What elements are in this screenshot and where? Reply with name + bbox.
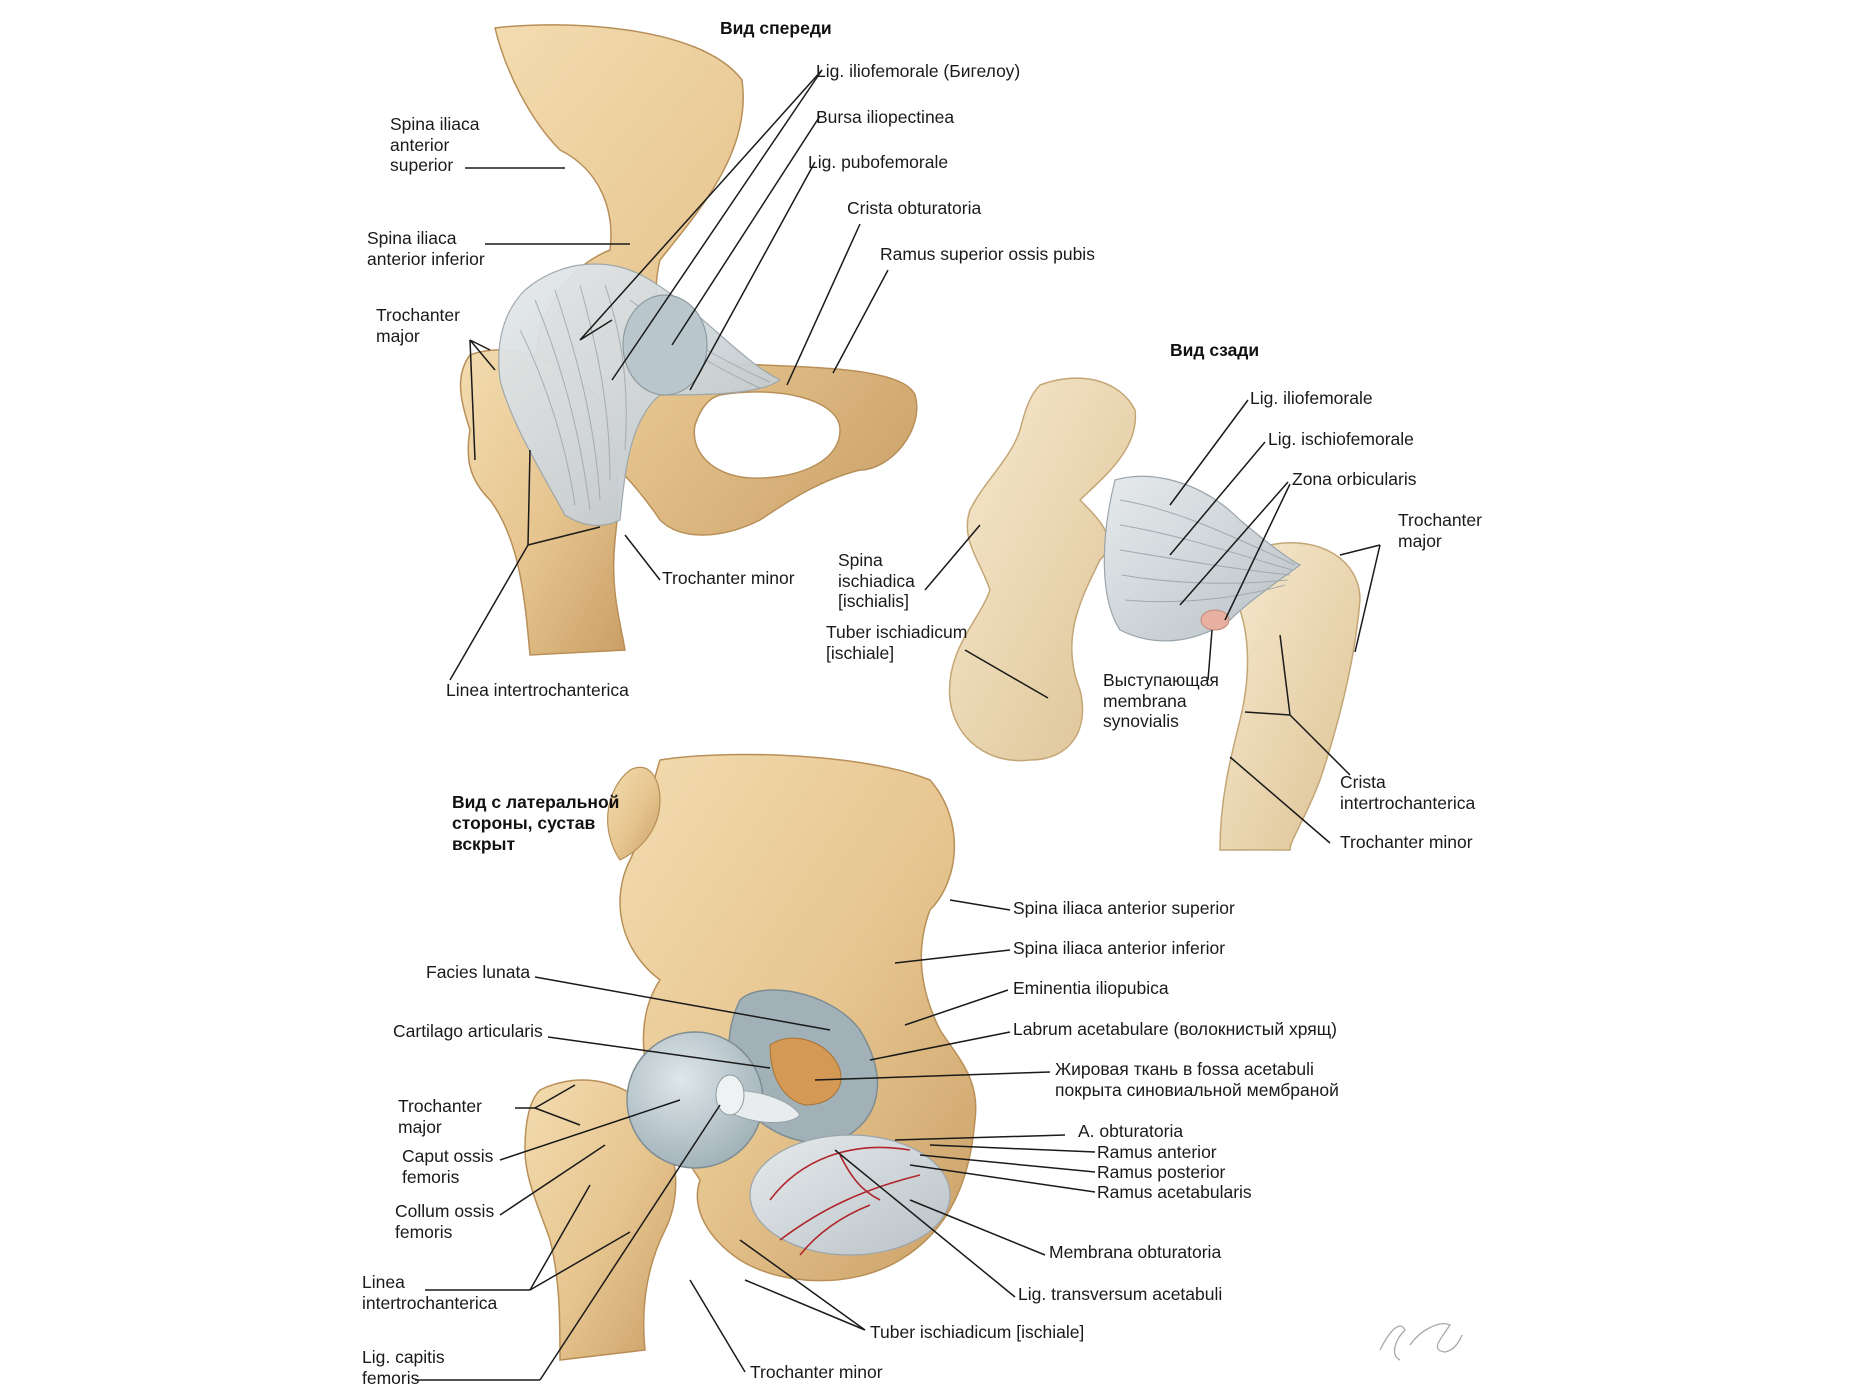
label-ramus-acetabularis: Ramus acetabularis: [1097, 1182, 1252, 1202]
back-synovial: [1200, 609, 1230, 631]
label-membrana-obturatoria: Membrana obturatoria: [1049, 1242, 1222, 1262]
lateral-arteries: [769, 1146, 921, 1256]
label-lig-iliofemorale-bigelow: Lig. iliofemorale (Бигелоу): [816, 61, 1021, 81]
label-tuber-ischiadicum-back: Tuber ischiadicum [ischiale]: [826, 622, 968, 663]
label-cartilago-articularis: Cartilago articularis: [393, 1021, 543, 1041]
lateral-fovea: [715, 1074, 745, 1116]
label-linea-intertrochanterica-front: Linea intertrochanterica: [446, 680, 629, 700]
lateral-lig-capitis: [729, 1089, 801, 1123]
back-ligament-fibers: [1119, 499, 1296, 603]
label-crista-intertrochanterica: Crista intertrochanterica: [1340, 772, 1476, 813]
label-trochanter-major-back: Trochanter major: [1398, 510, 1482, 551]
back-view-illustration: [948, 377, 1361, 851]
label-trochanter-minor-front: Trochanter minor: [662, 568, 795, 588]
back-view-title: Вид сзади: [1170, 340, 1260, 360]
lateral-view-title: Вид с латеральной стороны, сустав вскрыт: [452, 792, 620, 854]
label-collum-ossis-femoris: Collum ossis femoris: [395, 1201, 495, 1242]
label-lig-capitis-femoris: Lig. capitis femoris: [362, 1347, 445, 1388]
label-lig-transversum-acetabuli: Lig. transversum acetabuli: [1018, 1284, 1223, 1304]
label-spina-ischiadica: Spina ischiadica [ischialis]: [838, 550, 915, 611]
label-trochanter-minor-back: Trochanter minor: [1340, 832, 1473, 852]
front-view-illustration: [459, 24, 918, 656]
label-zona-orbicularis: Zona orbicularis: [1292, 469, 1417, 489]
label-spina-iliaca-anterior-inferior-front: Spina iliaca anterior inferior: [367, 228, 485, 269]
label-a-obturatoria: A. obturatoria: [1078, 1121, 1184, 1141]
label-lig-iliofemorale-back: Lig. iliofemorale: [1250, 388, 1373, 408]
front-obturator-foramen: [693, 391, 841, 479]
label-ramus-posterior: Ramus posterior: [1097, 1162, 1226, 1182]
label-crista-obturatoria: Crista obturatoria: [847, 198, 982, 218]
label-eminentia-iliopubica: Eminentia iliopubica: [1013, 978, 1169, 998]
label-tuber-ischiadicum-lateral: Tuber ischiadicum [ischiale]: [870, 1322, 1085, 1342]
label-bursa-iliopectinea: Bursa iliopectinea: [816, 107, 955, 127]
label-ramus-anterior: Ramus anterior: [1097, 1142, 1217, 1162]
label-membrana-synovialis: Выступающая membrana synovialis: [1103, 670, 1219, 731]
label-spina-iliaca-anterior-inferior-lateral: Spina iliaca anterior inferior: [1013, 938, 1226, 958]
label-fat-tissue-fossa-acetabuli: Жировая ткань в fossa acetabuli покрыта …: [1055, 1059, 1339, 1100]
label-lig-pubofemorale: Lig. pubofemorale: [808, 152, 949, 172]
lateral-obturator-membrane: [749, 1134, 951, 1256]
label-trochanter-minor-lateral: Trochanter minor: [750, 1362, 883, 1382]
label-lig-ischiofemorale: Lig. ischiofemorale: [1268, 429, 1414, 449]
lateral-view-illustration: [524, 753, 977, 1361]
label-trochanter-major-lateral: Trochanter major: [398, 1096, 482, 1137]
label-trochanter-major-front: Trochanter major: [376, 305, 460, 346]
back-hip-bone: [948, 377, 1137, 762]
signature-mark: [1379, 1323, 1463, 1361]
back-femur: [1219, 542, 1361, 851]
label-ramus-superior-ossis-pubis: Ramus superior ossis pubis: [880, 244, 1095, 264]
label-caput-ossis-femoris: Caput ossis femoris: [402, 1146, 494, 1187]
leader-lines: [415, 69, 1381, 1381]
front-bursa: [622, 294, 708, 396]
label-facies-lunata: Facies lunata: [426, 962, 531, 982]
front-ligament-capsule: [498, 263, 782, 527]
label-labrum-acetabulare: Labrum acetabulare (волокнистый хрящ): [1013, 1019, 1337, 1039]
back-ligament: [1103, 475, 1302, 642]
label-linea-intertrochanterica-lateral: Linea intertrochanterica: [362, 1272, 498, 1313]
lateral-ilium-wing: [607, 766, 661, 861]
lateral-fat: [769, 1037, 842, 1106]
label-spina-iliaca-anterior-superior-front: Spina iliaca anterior superior: [390, 114, 480, 175]
label-spina-iliaca-anterior-superior-lateral: Spina iliaca anterior superior: [1013, 898, 1235, 918]
front-view-title: Вид спереди: [720, 18, 832, 38]
